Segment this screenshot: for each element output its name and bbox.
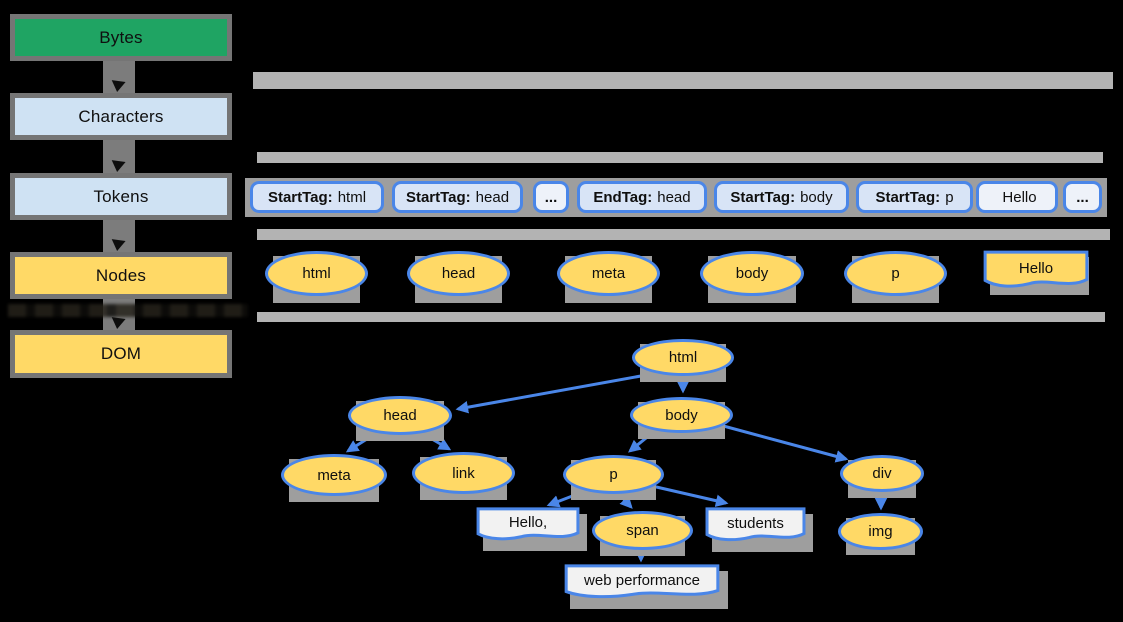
tree-text-node-hello: Hello, <box>476 507 580 544</box>
wavy-box-shape <box>563 564 721 602</box>
tree-text-node-students: students <box>705 507 806 545</box>
node-ellipse-body: body <box>700 251 804 296</box>
tree-text-node-web-performance: web performance <box>563 564 721 602</box>
token-starttag-p: StartTag:p <box>856 181 973 213</box>
pipeline-box-dom: DOM <box>10 330 232 378</box>
pipeline-label: Tokens <box>93 186 149 206</box>
wavy-box-shape <box>705 507 806 545</box>
token-endtag-head: EndTag:head <box>577 181 707 213</box>
node-text-hello: Hello <box>983 250 1089 292</box>
pipeline-label: Characters <box>78 106 164 126</box>
pipeline-box-characters: Characters <box>10 93 232 140</box>
tree-node-meta: meta <box>281 454 387 496</box>
divider-bar-2 <box>257 152 1103 163</box>
tree-node-p: p <box>563 455 664 494</box>
wavy-box-shape <box>983 250 1089 292</box>
edge-html-head <box>455 372 653 414</box>
tree-node-html: html <box>632 339 734 376</box>
tree-node-link: link <box>412 452 515 494</box>
pipeline-label: Nodes <box>95 265 147 285</box>
token-ellipsis: ... <box>533 181 569 213</box>
node-ellipse-p: p <box>844 251 947 296</box>
node-ellipse-html: html <box>265 251 368 296</box>
divider-bar-1 <box>253 72 1113 89</box>
faint-artifact-strip <box>8 304 248 317</box>
pipeline-label: Bytes <box>99 27 143 47</box>
pipeline-connector <box>103 140 135 173</box>
token-starttag-html: StartTag:html <box>250 181 384 213</box>
tree-node-span: span <box>592 511 693 550</box>
pipeline-label: DOM <box>100 344 142 363</box>
edge-body-div <box>715 422 849 463</box>
edge-p-students <box>651 484 729 507</box>
token-text-hello: Hello <box>976 181 1058 213</box>
tree-node-img: img <box>838 513 923 550</box>
token-starttag-body: StartTag:body <box>714 181 849 213</box>
pipeline-box-bytes: Bytes <box>10 14 232 61</box>
tree-node-body: body <box>630 397 733 433</box>
pipeline-connector <box>103 61 135 93</box>
tree-node-head: head <box>348 396 452 435</box>
divider-bar-4 <box>257 312 1105 322</box>
node-ellipse-meta: meta <box>557 251 660 296</box>
tree-node-div: div <box>840 455 924 492</box>
pipeline-box-tokens: Tokens <box>10 173 232 220</box>
node-ellipse-head: head <box>407 251 510 296</box>
divider-bar-3 <box>257 229 1110 240</box>
token-ellipsis: ... <box>1063 181 1102 213</box>
token-starttag-head: StartTag:head <box>392 181 523 213</box>
pipeline-connector <box>103 220 135 252</box>
pipeline-box-nodes: Nodes <box>10 252 232 299</box>
wavy-box-shape <box>476 507 580 544</box>
